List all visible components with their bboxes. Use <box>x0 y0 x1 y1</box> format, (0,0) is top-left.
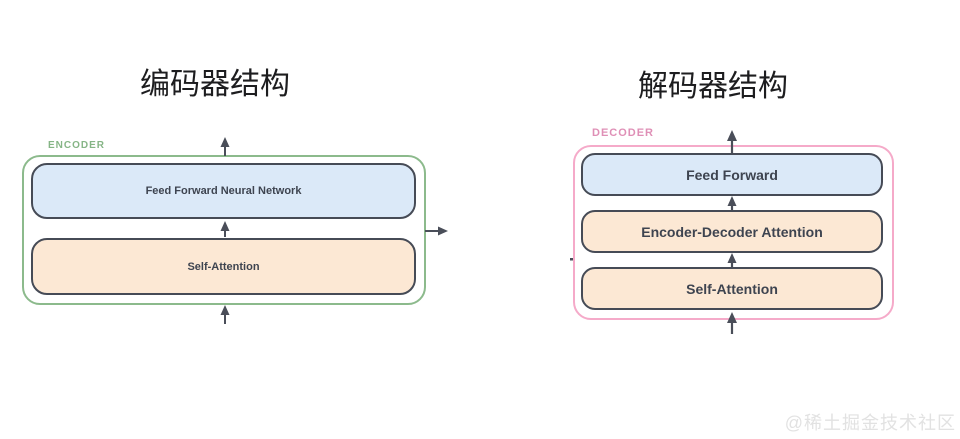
encoder-feed-forward-block: Feed Forward Neural Network <box>31 163 416 219</box>
encoder-self-attention-label: Self-Attention <box>187 260 260 273</box>
decoder-feed-forward-block: Feed Forward <box>581 153 883 196</box>
decoder-self-attention-block: Self-Attention <box>581 267 883 310</box>
decoder-title: 解码器结构 <box>638 70 788 103</box>
encoder-group-label: ENCODER <box>48 140 106 151</box>
encoder-self-attention-block: Self-Attention <box>31 238 416 295</box>
encoder-title: 编码器结构 <box>140 68 290 101</box>
decoder-feed-forward-label: Feed Forward <box>686 166 778 183</box>
decoder-enc-dec-attention-label: Encoder-Decoder Attention <box>641 223 823 240</box>
watermark: @稀土掘金技术社区 <box>784 413 956 433</box>
encoder-top-output-arrow <box>220 137 230 156</box>
encoder-bottom-input-arrow <box>220 305 230 324</box>
decoder-group-label: DECODER <box>592 127 655 139</box>
encoder-feed-forward-label: Feed Forward Neural Network <box>145 185 302 197</box>
decoder-self-attention-label: Self-Attention <box>686 280 778 297</box>
decoder-enc-dec-attention-block: Encoder-Decoder Attention <box>581 210 883 253</box>
encoder-right-output-arrow <box>425 226 448 236</box>
